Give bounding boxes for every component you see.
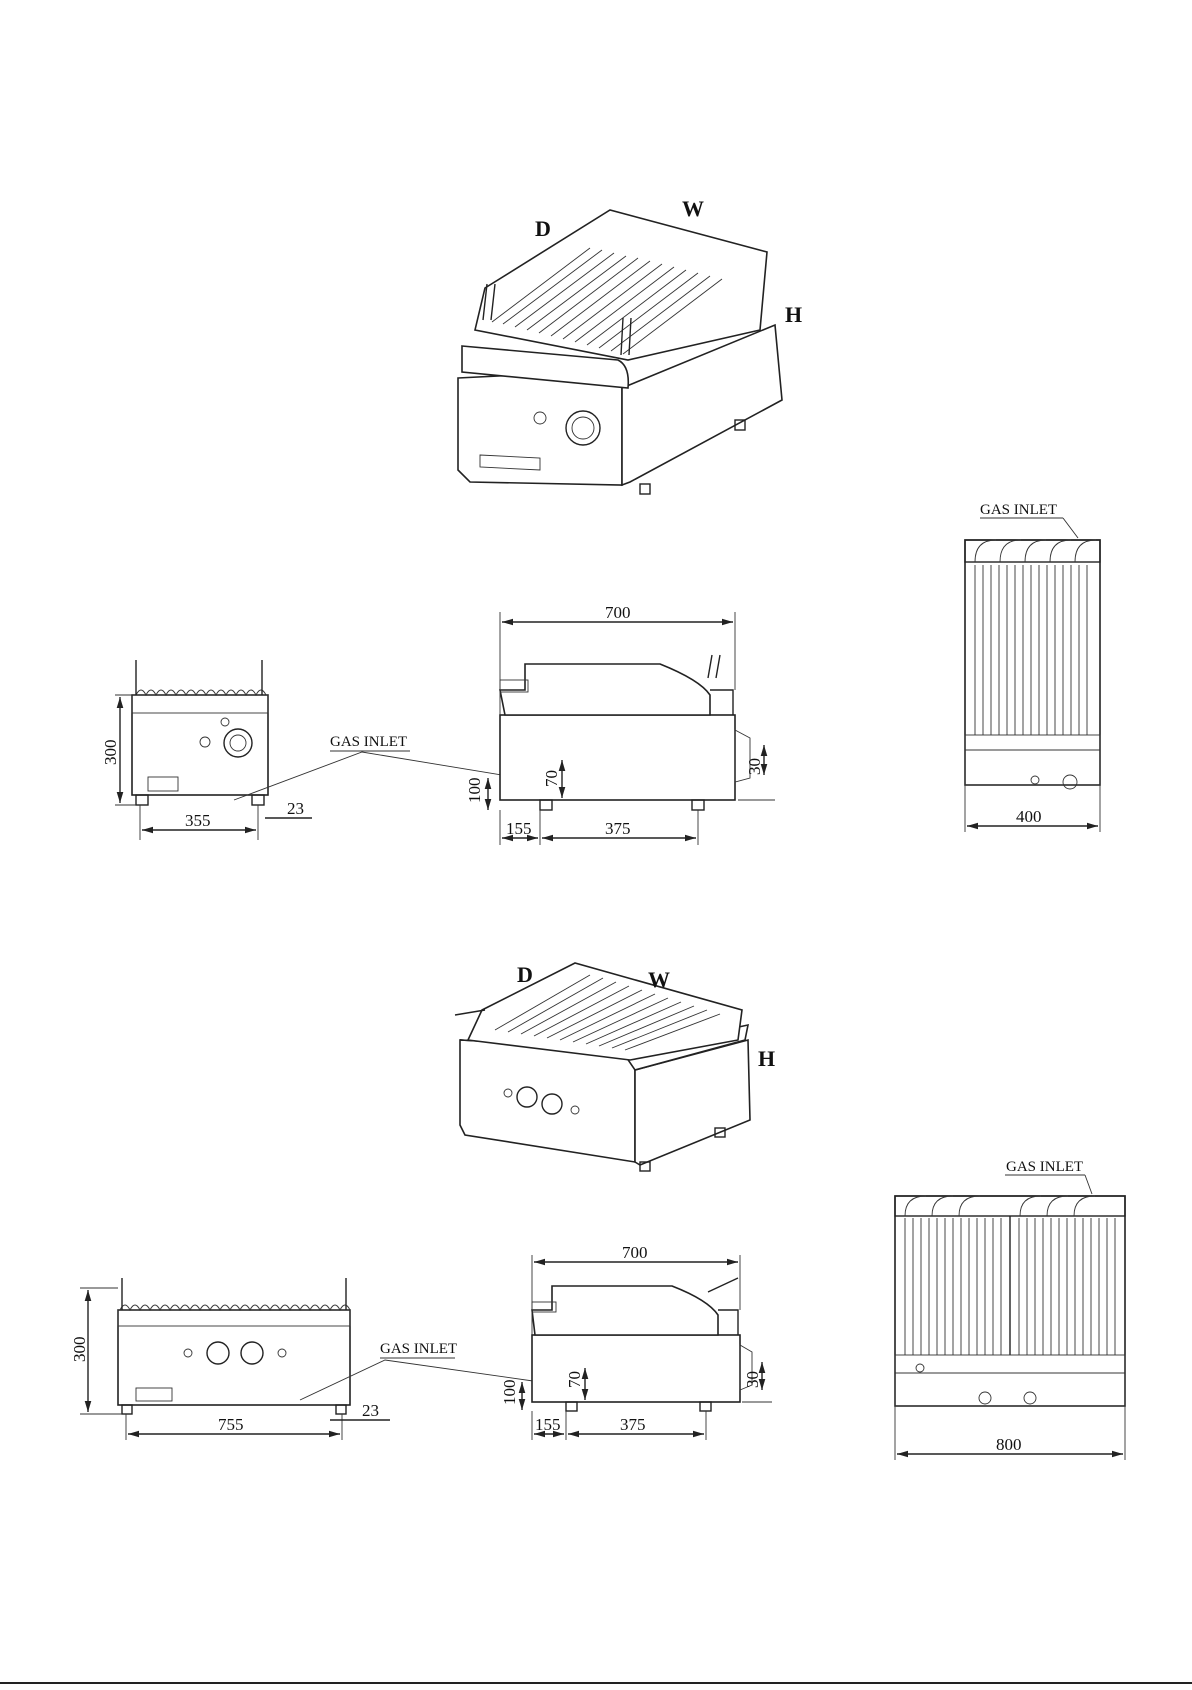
gas-inlet-label-front: GAS INLET bbox=[330, 734, 407, 750]
top2-width-dim: 800 bbox=[996, 1435, 1022, 1454]
side2-length-dim: 700 bbox=[622, 1243, 648, 1262]
gas-inlet-label-front2: GAS INLET bbox=[380, 1341, 457, 1357]
side2-foot-height-dim: 30 bbox=[743, 1371, 762, 1388]
top-width-dim: 400 bbox=[1016, 807, 1042, 826]
model-1-isometric-view: D W H bbox=[458, 196, 802, 494]
gas-inlet-label-top2: GAS INLET bbox=[1006, 1159, 1083, 1175]
front2-width-dim: 755 bbox=[218, 1415, 244, 1434]
side-offset-dim: 155 bbox=[506, 819, 532, 838]
model-1-side-view: 700 100 70 30 155 375 bbox=[465, 603, 775, 845]
front-height-dim: 300 bbox=[101, 740, 120, 766]
side2-offset-dim: 155 bbox=[535, 1415, 561, 1434]
side2-inlet-rise-dim: 70 bbox=[565, 1371, 584, 1388]
model-2-front-view: 300 755 23 GAS INLET bbox=[70, 1278, 540, 1440]
iso-label-h: H bbox=[785, 302, 802, 327]
side-length-dim: 700 bbox=[605, 603, 631, 622]
side-foot-span-dim: 375 bbox=[605, 819, 631, 838]
front-leg-dim: 23 bbox=[287, 799, 304, 818]
gas-inlet-label-top: GAS INLET bbox=[980, 502, 1057, 518]
front2-leg-dim: 23 bbox=[362, 1401, 379, 1420]
iso-label-d: D bbox=[535, 216, 551, 241]
side2-foot-span-dim: 375 bbox=[620, 1415, 646, 1434]
iso-label-w: W bbox=[682, 196, 704, 221]
front2-height-dim: 300 bbox=[70, 1337, 89, 1363]
side-foot-height-dim: 30 bbox=[745, 758, 764, 775]
side-inlet-rise-dim: 70 bbox=[542, 770, 561, 787]
iso2-label-d: D bbox=[517, 962, 533, 987]
model-1-top-view: 400 GAS INLET bbox=[965, 502, 1100, 832]
side-inlet-height-dim: 100 bbox=[465, 778, 484, 804]
model-2-side-view: 700 100 70 30 155 375 bbox=[500, 1243, 772, 1440]
iso2-label-h: H bbox=[758, 1046, 775, 1071]
iso2-label-w: W bbox=[648, 967, 670, 992]
model-2-top-view: 800 GAS INLET bbox=[895, 1159, 1125, 1460]
side2-inlet-height-dim: 100 bbox=[500, 1380, 519, 1406]
model-2-isometric-view: D W H bbox=[455, 962, 775, 1171]
front-width-dim: 355 bbox=[185, 811, 211, 830]
model-1-front-view: 300 355 23 GAS INLET bbox=[101, 660, 520, 840]
